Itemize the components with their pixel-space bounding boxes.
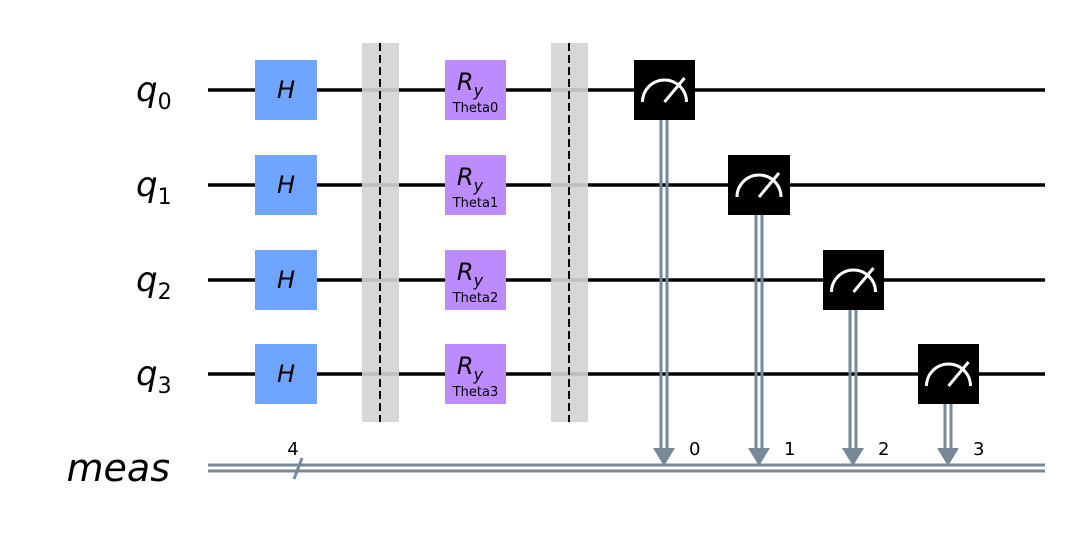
measure-connector-2 xyxy=(842,310,864,466)
h-gate-box xyxy=(255,250,317,310)
ry-gate-param: Theta2 xyxy=(452,291,499,306)
measure-gate-box xyxy=(918,344,979,404)
ry-gate-param: Theta0 xyxy=(452,101,499,116)
qubit-wires xyxy=(208,88,1045,376)
classical-register-label: meas xyxy=(67,446,170,490)
classical-bit-label-3: 3 xyxy=(973,439,984,460)
h-gate-q3[interactable]: H xyxy=(255,344,317,404)
ry-gate-label: Ry xyxy=(457,258,484,290)
measure-gate-box xyxy=(823,250,884,310)
ry-gate-param: Theta1 xyxy=(452,196,499,211)
measure-connectors xyxy=(653,120,959,466)
ry-gate-q1[interactable]: Ry Theta1 xyxy=(445,155,506,215)
measure-gates xyxy=(634,60,979,404)
measure-connector-1 xyxy=(748,215,770,466)
h-gate-label: H xyxy=(277,76,295,104)
measure-gate-q2[interactable] xyxy=(823,250,884,310)
barrier-band xyxy=(362,43,399,422)
measure-connector-0 xyxy=(653,120,675,466)
ry-gate-q2[interactable]: Ry Theta2 xyxy=(445,250,506,310)
classical-bit-label-1: 1 xyxy=(784,439,795,460)
wire-labels: q0 q1 q2 q3 meas xyxy=(67,70,172,490)
meter-icon xyxy=(735,172,783,198)
ry-gate-box xyxy=(445,250,506,310)
h-gate-label: H xyxy=(277,171,295,199)
ry-gate-box xyxy=(445,155,506,215)
arrow-head-icon xyxy=(653,448,675,466)
meter-icon xyxy=(925,361,972,387)
h-gate-box xyxy=(255,344,317,404)
classical-bit-labels: 0 1 2 3 xyxy=(689,439,984,460)
meter-icon xyxy=(830,267,877,293)
measure-gate-box xyxy=(634,60,695,120)
classical-bit-label-2: 2 xyxy=(878,439,889,460)
h-gate-q1[interactable]: H xyxy=(255,155,317,215)
measure-gate-q3[interactable] xyxy=(918,344,979,404)
qubit-label-q3: q3 xyxy=(136,354,172,399)
measure-gate-q0[interactable] xyxy=(634,60,695,120)
classical-bit-label-0: 0 xyxy=(689,439,700,460)
ry-gate-label: Ry xyxy=(457,68,484,100)
arrow-head-icon xyxy=(748,448,770,466)
h-gate-box xyxy=(255,60,317,120)
ry-gate-q0[interactable]: Ry Theta0 xyxy=(445,60,506,120)
arrow-head-icon xyxy=(842,448,864,466)
ry-gate-q3[interactable]: Ry Theta3 xyxy=(445,344,506,404)
measure-gate-q1[interactable] xyxy=(728,155,790,215)
h-gate-box xyxy=(255,155,317,215)
barrier-2 xyxy=(551,43,588,422)
barrier-1 xyxy=(362,43,399,422)
qubit-label-q0: q0 xyxy=(136,70,172,115)
ry-gate-label: Ry xyxy=(457,352,484,384)
meter-icon xyxy=(641,77,688,103)
hadamard-gates: H H H H xyxy=(255,60,317,404)
h-gate-label: H xyxy=(277,266,295,294)
h-gate-q0[interactable]: H xyxy=(255,60,317,120)
ry-gates: Ry Theta0 Ry Theta1 Ry Theta2 Ry Theta3 xyxy=(445,60,506,404)
qubit-label-q2: q2 xyxy=(136,260,172,305)
measure-connector-3 xyxy=(937,404,959,466)
ry-gate-box xyxy=(445,344,506,404)
h-gate-q2[interactable]: H xyxy=(255,250,317,310)
register-width-label: 4 xyxy=(287,439,298,460)
qubit-label-q1: q1 xyxy=(136,165,172,210)
barrier-band xyxy=(551,43,588,422)
ry-gate-label: Ry xyxy=(457,163,484,195)
ry-gate-param: Theta3 xyxy=(452,385,499,400)
classical-wire: 4 xyxy=(208,439,1045,480)
arrow-head-icon xyxy=(937,448,959,466)
register-width-slash xyxy=(292,457,304,480)
measure-gate-box xyxy=(728,155,790,215)
ry-gate-box xyxy=(445,60,506,120)
h-gate-label: H xyxy=(277,360,295,388)
